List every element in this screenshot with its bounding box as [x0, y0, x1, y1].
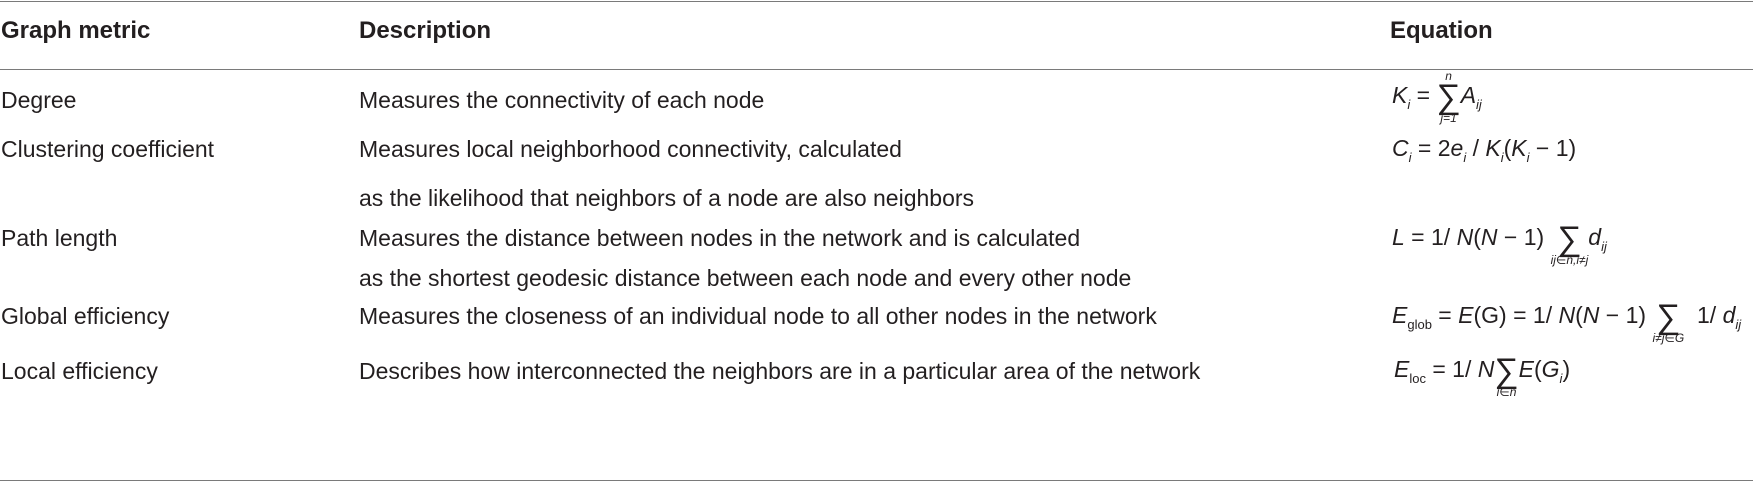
eq-symbol: K	[1392, 82, 1408, 109]
header-graph-metric: Graph metric	[1, 17, 151, 44]
eq-symbol: E	[1394, 356, 1410, 383]
metric-local-efficiency: Local efficiency	[1, 358, 158, 384]
table-header-rule	[0, 69, 1753, 70]
eq-operator: =	[1431, 302, 1459, 329]
eq-paren: )	[1562, 356, 1571, 383]
sum-lower-limit: i∈n	[1496, 385, 1517, 399]
eq-paren: (	[1503, 135, 1512, 161]
metric-degree: Degree	[1, 87, 77, 113]
eq-subscript: i	[1500, 150, 1504, 165]
eq-operator: = 1/	[1425, 356, 1478, 383]
eq-operator: − 1)	[1497, 224, 1545, 251]
eq-operator: − 1)	[1529, 135, 1577, 161]
metric-global-efficiency: Global efficiency	[1, 303, 170, 329]
eq-operator: /	[1466, 135, 1486, 161]
eq-symbol: d	[1722, 302, 1736, 329]
eq-symbol: A	[1460, 82, 1477, 109]
eq-subscript: i	[1559, 371, 1563, 387]
sum-lower-limit: ij∈n,i≠j	[1550, 253, 1589, 267]
table-bottom-rule	[0, 480, 1753, 481]
eq-subscript: glob	[1407, 317, 1432, 333]
eq-operator: 1/	[1696, 302, 1723, 329]
eq-symbol: N	[1582, 302, 1600, 329]
eq-symbol: C	[1392, 135, 1409, 161]
summation-icon: ∑ij∈n,i≠j	[1550, 220, 1589, 267]
eq-subscript: i	[1408, 150, 1412, 165]
eq-subscript: ij	[1601, 239, 1607, 255]
eq-paren: (	[1533, 356, 1542, 383]
eq-subscript: ij	[1476, 97, 1482, 113]
description-path-length-line-1: Measures the distance between nodes in t…	[359, 225, 1081, 251]
equation-global-efficiency: Eglob = E(G) = 1/ N(N − 1) ∑i≠j∈G 1/ dij	[1392, 290, 1741, 344]
description-clustering-line-2: as the likelihood that neighbors of a no…	[359, 185, 975, 211]
metric-clustering-coefficient: Clustering coefficient	[1, 136, 215, 162]
eq-operator: − 1)	[1599, 302, 1647, 329]
summation-icon: ∑i∈n	[1494, 352, 1519, 399]
eq-subscript: i	[1407, 97, 1411, 113]
sum-lower-limit: j=1	[1440, 111, 1457, 125]
eq-symbol: L	[1392, 224, 1405, 251]
eq-symbol: K	[1485, 135, 1501, 161]
eq-subscript: loc	[1409, 371, 1426, 387]
summation-icon: ∑i≠j∈G	[1652, 298, 1685, 345]
summation-icon: n∑j=1	[1436, 69, 1461, 125]
eq-operator: =	[1410, 82, 1437, 109]
table-top-rule	[0, 1, 1753, 2]
eq-symbol: e	[1450, 135, 1464, 161]
eq-paren: (	[1473, 224, 1481, 251]
eq-operator: = 1/	[1404, 224, 1457, 251]
eq-symbol: N	[1477, 356, 1495, 383]
eq-symbol: E	[1392, 302, 1408, 329]
equation-clustering-coefficient: Ci = 2ei / Ki(Ki − 1)	[1392, 134, 1577, 165]
description-local-efficiency: Describes how interconnected the neighbo…	[359, 358, 1201, 384]
eq-symbol: G	[1541, 356, 1560, 383]
eq-paren: (	[1575, 302, 1583, 329]
eq-operator: = 1/	[1506, 302, 1559, 329]
metric-path-length: Path length	[1, 225, 118, 251]
description-path-length-line-2: as the shortest geodesic distance betwee…	[359, 265, 1132, 291]
description-clustering-line-1: Measures local neighborhood connectivity…	[359, 136, 902, 162]
description-degree: Measures the connectivity of each node	[359, 87, 765, 113]
sum-upper-limit: n	[1445, 69, 1452, 83]
eq-symbol: d	[1588, 224, 1602, 251]
eq-paren: (G)	[1473, 302, 1507, 329]
eq-subscript: i	[1463, 150, 1467, 165]
eq-symbol: N	[1558, 302, 1576, 329]
eq-symbol: K	[1511, 135, 1527, 161]
eq-symbol: E	[1458, 302, 1474, 329]
description-global-efficiency: Measures the closeness of an individual …	[359, 303, 1157, 329]
eq-symbol: N	[1456, 224, 1474, 251]
eq-symbol: E	[1518, 356, 1534, 383]
eq-symbol: N	[1480, 224, 1498, 251]
eq-subscript: ij	[1735, 317, 1742, 333]
header-description: Description	[359, 17, 492, 44]
sum-lower-limit: i≠j∈G	[1652, 331, 1685, 345]
eq-subscript: i	[1526, 150, 1530, 165]
header-equation: Equation	[1390, 17, 1493, 44]
eq-operator: = 2	[1411, 135, 1451, 161]
